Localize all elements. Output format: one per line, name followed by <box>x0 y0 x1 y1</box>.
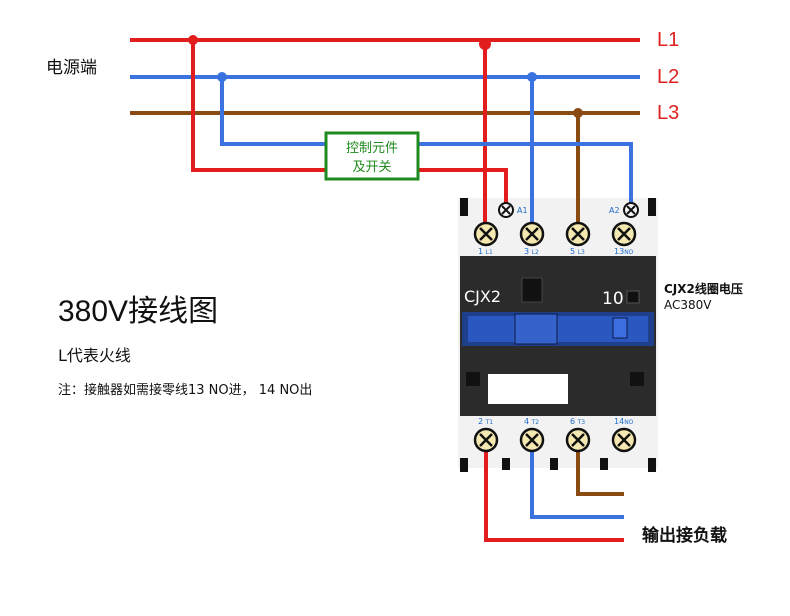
wire-out-T1 <box>484 442 624 542</box>
supply-label: 电源端 <box>46 58 97 78</box>
terminal-6-num: 6 <box>570 417 575 426</box>
contactor-rating: 10 <box>602 289 624 309</box>
terminal-screws <box>473 221 637 453</box>
terminal-13-screw <box>611 221 637 247</box>
wire-coil-A1 <box>191 40 508 206</box>
coil-terminals: A1 A2 <box>498 202 639 218</box>
coil-voltage-value: AC380V <box>664 298 712 312</box>
terminal-2-num: 2 <box>478 417 483 426</box>
coil-label-A1: A1 <box>517 206 528 215</box>
terminal-1-sub: L1 <box>486 249 493 256</box>
wire-coil-A2 <box>220 77 633 206</box>
terminal-4-num: 4 <box>524 417 529 426</box>
svg-text:14NO: 14NO <box>614 417 634 426</box>
terminal-4-sub: T2 <box>531 419 540 426</box>
svg-text:1 L1: 1 L1 <box>478 247 493 256</box>
terminal-5-sub: L3 <box>578 249 585 256</box>
svg-text:3 L2: 3 L2 <box>524 247 539 256</box>
svg-text:4 T2: 4 T2 <box>524 417 539 426</box>
terminal-1-num: 1 <box>478 247 483 256</box>
svg-text:5 L3: 5 L3 <box>570 247 585 256</box>
line-label-L3: L3 <box>657 102 680 124</box>
line-label-L1: L1 <box>657 29 680 51</box>
wire-out-T2 <box>530 442 624 519</box>
diagram-note: 注：接触器如需接零线13 NO进， 14 NO出 <box>58 383 313 398</box>
terminal-4-screw <box>519 427 545 453</box>
contactor-model: CJX2 <box>464 287 501 306</box>
junctions <box>188 35 583 118</box>
terminal-5-num: 5 <box>570 247 575 256</box>
diagram-subtitle: L代表火线 <box>58 346 131 365</box>
control-box-line2: 及开关 <box>352 160 391 175</box>
terminal-13-num: 13 <box>614 247 624 256</box>
wires <box>130 38 640 542</box>
terminal-3-screw <box>519 221 545 247</box>
terminal-14-screw <box>611 427 637 453</box>
wire-out-T3 <box>576 442 624 496</box>
terminal-3-num: 3 <box>524 247 529 256</box>
control-box-line1: 控制元件 <box>346 141 398 156</box>
terminal-labels: 1 L1 3 L2 5 L3 13NO 2 T1 4 T2 6 T3 14NO <box>478 247 634 426</box>
coil-label-A2: A2 <box>609 206 620 215</box>
svg-text:6 T3: 6 T3 <box>570 417 585 426</box>
terminal-3-sub: L2 <box>532 249 539 256</box>
terminal-5-screw <box>565 221 591 247</box>
coil-voltage-label: CJX2线圈电压 <box>664 282 743 296</box>
terminal-14-sub: NO <box>624 419 633 426</box>
terminal-6-sub: T3 <box>577 419 586 426</box>
output-load-label: 输出接负载 <box>642 526 727 546</box>
svg-text:13NO: 13NO <box>614 247 634 256</box>
terminal-2-sub: T1 <box>485 419 494 426</box>
terminal-1-screw <box>473 221 499 247</box>
svg-text:2 T1: 2 T1 <box>478 417 493 426</box>
terminal-13-sub: NO <box>624 249 633 256</box>
terminal-14-num: 14 <box>614 417 624 426</box>
diagram-title: 380V接线图 <box>58 295 219 328</box>
terminal-2-screw <box>473 427 499 453</box>
terminal-6-screw <box>565 427 591 453</box>
contactor-label-plate <box>488 374 568 404</box>
control-box <box>324 131 420 181</box>
line-label-L2: L2 <box>657 66 680 88</box>
